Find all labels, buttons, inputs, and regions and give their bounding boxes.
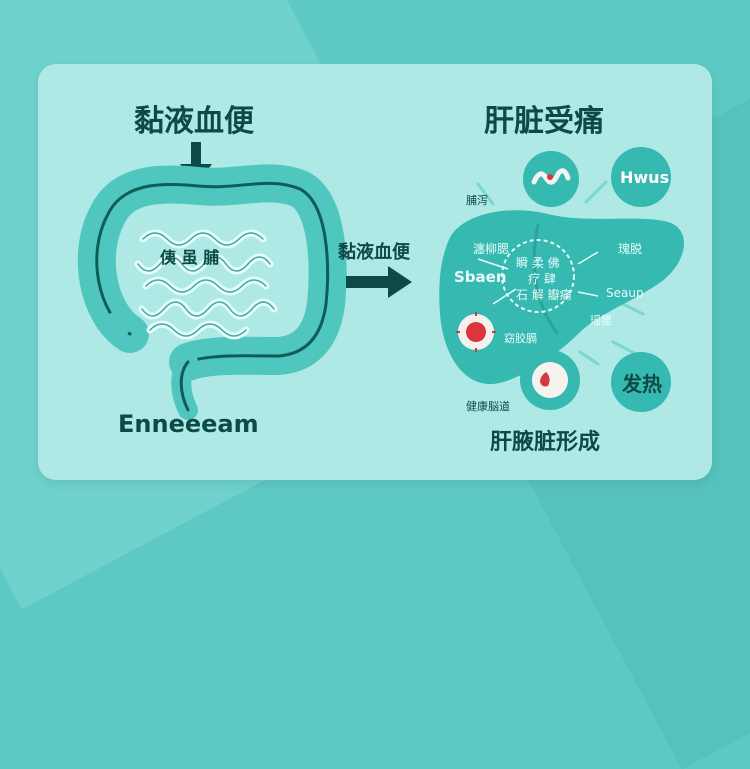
right-arrow-icon bbox=[346, 266, 412, 298]
badge-label-fever: 发热 bbox=[622, 372, 662, 396]
liver-label: 窈胶膈 bbox=[504, 332, 537, 345]
illustration bbox=[77, 142, 685, 420]
liver-icon bbox=[439, 210, 685, 385]
badge-red-cell-icon bbox=[456, 312, 496, 352]
left-title: 黏液血便 bbox=[134, 104, 254, 139]
badge-label-hwus: Hwus bbox=[620, 168, 670, 187]
infographic-card: 黏液血便 侇 虽 脯 Enneeeam 黏液血便 肝脏受痛 脯泻 瀍柳腮 Sba… bbox=[38, 64, 712, 480]
liver-label: Sbaen bbox=[454, 268, 507, 286]
left-caption: Enneeeam bbox=[118, 410, 259, 438]
intestine-label: 侇 虽 脯 bbox=[160, 248, 220, 267]
liver-label: 瀍柳腮 bbox=[473, 242, 510, 256]
liver-label: 石 解 瓣痛 bbox=[516, 288, 572, 302]
liver-label: 脯泻 bbox=[466, 194, 488, 207]
liver-label: 疗 肆 bbox=[528, 272, 556, 286]
badge-fever bbox=[611, 352, 671, 412]
liver-label: 瞬 柔 佛 bbox=[516, 256, 560, 270]
large-intestine-icon bbox=[77, 164, 347, 420]
badge-blood-drop-icon bbox=[520, 350, 580, 410]
badge-intestine-icon bbox=[523, 151, 579, 207]
liver-label: 瑰脱 bbox=[618, 242, 643, 256]
liver-label: 瑶腰 bbox=[590, 314, 612, 327]
liver-label: 健康脳道 bbox=[466, 400, 510, 413]
middle-arrow-label: 黏液血便 bbox=[338, 242, 410, 263]
badge-hwus bbox=[611, 147, 671, 207]
right-caption: 肝腋脏形成 bbox=[490, 430, 601, 455]
right-title: 肝脏受痛 bbox=[484, 104, 604, 139]
liver-label: Seaup bbox=[606, 286, 644, 300]
